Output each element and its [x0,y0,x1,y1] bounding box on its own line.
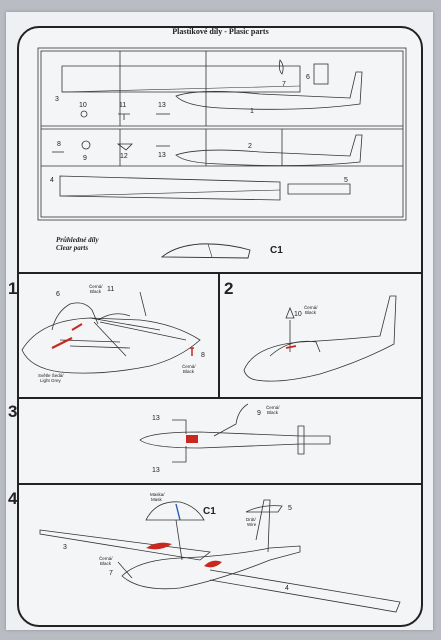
step-4-label-3: 3 [63,544,67,551]
step-4-red-left [146,542,172,550]
step-1-black-en-b: Black [183,369,195,374]
step-2-part10-cone [285,306,295,319]
sprue-label-5: 5 [344,177,348,184]
clear-parts-title-en: Clear parts [56,244,89,252]
sprue-label-2: 2 [248,143,252,150]
clear-parts-title-cz: Průhledné díly [56,236,99,244]
step-4-drawing [39,499,401,613]
page-title: Plastikové díly - Plasic parts [172,27,269,36]
sprue-label-8: 8 [57,141,61,148]
step-1-black-cz-a: Černá/ [89,283,103,289]
step-4-mask-en: Mask [151,497,163,502]
sprue-label-11: 11 [119,102,126,109]
step-4-mask-line [175,503,181,521]
step-2-number: 2 [224,279,234,298]
sprue-frame [37,47,407,221]
step-1-grey-cz: Světle Šedá/ [38,372,64,378]
part-4-wing [59,175,281,201]
sprue-label-13b: 13 [158,152,166,159]
step-1-number: 1 [8,279,18,298]
divider-step4-top [17,483,423,485]
step-3-label-13a: 13 [152,415,160,422]
sprue-label-9: 9 [83,155,87,162]
step-4-wire-en: Wire [247,522,257,527]
step-3-red-part [186,435,198,443]
step-3-number: 3 [8,402,18,421]
step-3-black-cz: Černá/ [266,404,280,410]
step-3-label-9: 9 [257,410,261,417]
step-4-black-cz: Černá/ [99,555,113,561]
part-7-piece [278,59,284,75]
sprue-label-7: 7 [282,81,286,88]
part-6-panel [313,63,329,85]
step-3-black-en: Black [267,410,279,415]
step-1-black-cz-b: Černá/ [182,363,196,369]
step-2-drawing [243,295,397,382]
sprue-label-6: 6 [306,74,310,81]
step-1-black-en-a: Black [90,289,102,294]
step-1-red-panel [51,337,73,349]
step-4-label-7: 7 [109,570,113,577]
sprue-label-10: 10 [79,102,87,109]
clear-part-label-c1: C1 [270,245,283,256]
step-4-red-right [204,560,222,568]
step-1-part8-piece [190,347,194,356]
step-4-label-c1: C1 [203,506,216,517]
part-10-knob [80,110,88,118]
step-1-label-8: 8 [201,352,205,359]
part-9-ring [81,140,91,150]
step-4-mask-cz: Maska/ [150,492,165,497]
divider-step3-top [17,397,423,399]
clear-parts-title: Průhledné díly Clear parts [56,236,99,252]
sprue-label-12: 12 [120,153,128,160]
part-5-tailplane [287,183,351,195]
sprue-label-1: 1 [250,108,254,115]
step-3-label-13b: 13 [152,467,160,474]
step-2-red-mark [285,345,297,349]
step-4-label-4: 4 [285,585,289,592]
step-4-wire-cz: Drát/ [246,517,257,522]
part-1-fuselage [175,71,363,110]
divider-top [17,272,423,274]
step-2-black-cz: Černá/ [304,304,318,310]
step-1-drawing [21,291,201,374]
divider-mid-vertical [218,272,220,398]
step-1-grey-en: Light Grey [40,378,62,383]
step-1-label-6: 6 [56,291,60,298]
part-11-piece [118,113,130,120]
canopy-c1 [160,243,251,259]
step-2-black-en: Black [305,310,317,315]
step-4-label-5: 5 [288,505,292,512]
part-2-fuselage [175,134,363,166]
step-1-red-mark [71,323,83,331]
step-3-drawing [139,403,331,463]
step-1-label-11: 11 [107,286,114,293]
part-3-wing [61,65,301,93]
step-2-label-10: 10 [294,311,302,318]
step-4-number: 4 [8,489,18,508]
sprue-label-4: 4 [50,177,54,184]
step-4-black-en: Black [100,561,112,566]
part-12-piece [116,143,133,151]
sprue-label-13a: 13 [158,102,166,109]
sprue-label-3: 3 [55,96,59,103]
